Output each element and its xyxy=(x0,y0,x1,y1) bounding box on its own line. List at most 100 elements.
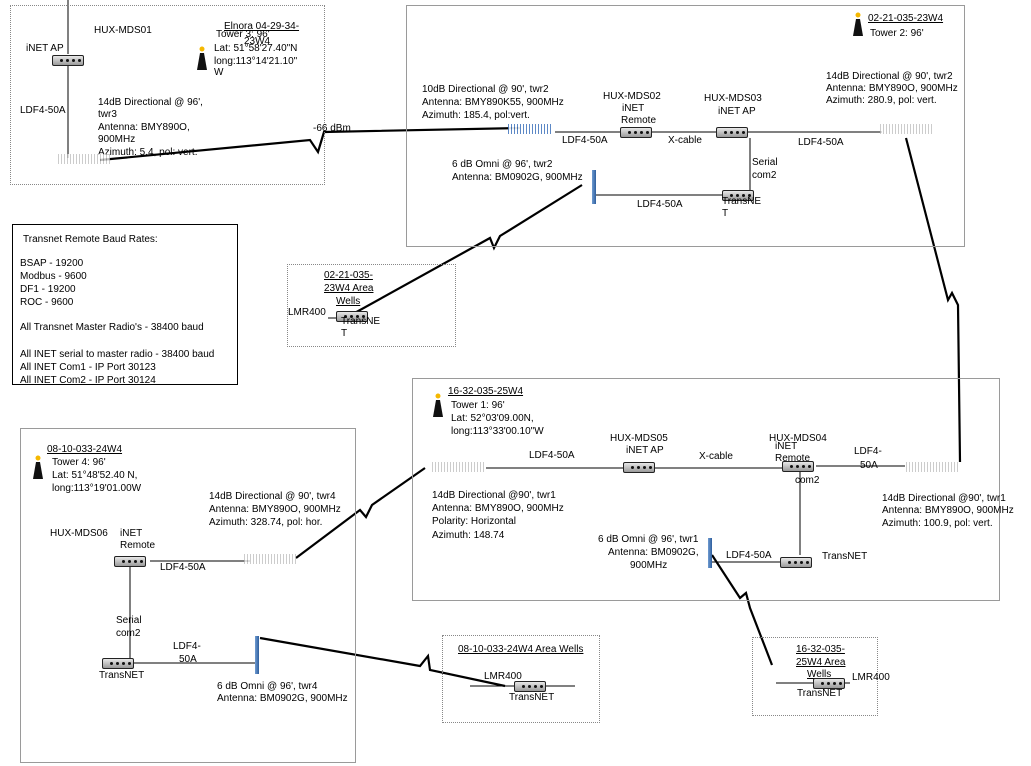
t1-left-yagi-antenna xyxy=(432,462,484,472)
t2-right-ant-2: Antenna: BMY890O, 900MHz xyxy=(826,83,958,94)
area-0810-transnet: TransNET xyxy=(509,692,555,703)
mds04-com2: com2 xyxy=(795,475,820,486)
area-0221-transnet-1: TransNE xyxy=(341,316,381,327)
area-0221-frame xyxy=(287,264,456,347)
mds01-name: HUX-MDS01 xyxy=(94,25,152,36)
area-0810-frame xyxy=(442,635,600,723)
mds06-radio xyxy=(114,556,146,567)
t2-right-yagi-antenna xyxy=(880,124,932,134)
t2-right-ant-3: Azimuth: 280.9, pol: vert. xyxy=(826,95,937,106)
area-0221-title-1: 02-21-035- xyxy=(324,270,373,281)
mds04-role-2: Remote xyxy=(775,453,811,464)
t2-transnet-radio xyxy=(722,190,754,201)
area-1632-transnet-radio xyxy=(813,678,845,689)
notes-rate-bsap: BSAP - 19200 xyxy=(20,258,84,269)
site-tower1-frame xyxy=(412,378,1000,601)
mds06-name: HUX-MDS06 xyxy=(50,528,108,539)
elnora-ant-5: Azimuth: 5.4, pol: vert. xyxy=(98,147,198,158)
t1-right-ant-2: Antenna: BMY890O, 900MHz xyxy=(882,505,1014,516)
tower-1-icon xyxy=(433,393,443,417)
area-0221-transnet-2: T xyxy=(341,328,348,339)
mds04-name: HUX-MDS04 xyxy=(769,433,827,444)
t2-left-ant-2: Antenna: BMY890K55, 900MHz xyxy=(422,97,564,108)
tower1-title: 16-32-035-25W4 xyxy=(448,386,524,397)
notes-inet-com1: All INET Com1 - IP Port 30123 xyxy=(20,362,156,373)
t2-omni-1: 6 dB Omni @ 96', twr2 xyxy=(452,159,553,170)
t1-right-ant-3: Azimuth: 100.9, pol: vert. xyxy=(882,518,993,529)
t2-transnet-1: TransNE xyxy=(722,196,762,207)
site-tower2-frame xyxy=(406,5,965,247)
t1-omni-2: Antenna: BM0902G, xyxy=(608,547,699,558)
t2-com2: com2 xyxy=(752,170,777,181)
t4-yagi-antenna xyxy=(244,554,296,564)
t2-right-ant-1: 14dB Directional @ 90', twr2 xyxy=(826,71,953,82)
mds06-role-1: iNET xyxy=(120,528,143,539)
mds02-role-1: iNET xyxy=(622,103,645,114)
mds05-name: HUX-MDS05 xyxy=(610,433,668,444)
rf-link-t2-area0221 xyxy=(341,184,583,321)
t1-left-ant-2: Antenna: BMY890O, 900MHz xyxy=(432,503,564,514)
area-1632-title-1: 16-32-035- xyxy=(796,644,845,655)
t4-ant-1: 14dB Directional @ 90', twr4 xyxy=(209,491,336,502)
notes-rate-roc: ROC - 9600 xyxy=(20,297,74,308)
mds04-role-1: iNET xyxy=(775,441,798,452)
t1-left-ant-3: Polarity: Horizontal xyxy=(432,516,516,527)
mds03-radio xyxy=(716,127,748,138)
tower2-title: 02-21-035-23W4 xyxy=(868,13,944,24)
area-0810-title: 08-10-033-24W4 Area Wells xyxy=(458,644,584,655)
tower1-height: Tower 1: 96' xyxy=(451,400,505,411)
tower-3-icon xyxy=(197,46,207,70)
elnora-ant-2: twr3 xyxy=(98,109,117,120)
elnora-title-2: 23W4 xyxy=(244,36,271,47)
mds06-role-2: Remote xyxy=(120,540,156,551)
t2-omni-2: Antenna: BM0902G, 900MHz xyxy=(452,172,583,183)
t4-transnet-radio xyxy=(102,658,134,669)
t4-cable: LDF4-50A xyxy=(160,562,206,573)
area-1632-title-3: Wells xyxy=(807,669,832,680)
t2-left-cable: LDF4-50A xyxy=(562,135,608,146)
elnora-ant-4: 900MHz xyxy=(98,134,136,145)
mds02-name: HUX-MDS02 xyxy=(603,91,661,102)
elnora-yagi-antenna xyxy=(58,154,110,164)
mds01-radio xyxy=(52,55,84,66)
t1-omni-cable: LDF4-50A xyxy=(726,550,772,561)
t1-xcable: X-cable xyxy=(699,451,733,462)
t1-transnet-radio xyxy=(780,557,812,568)
notes-inet-com2: All INET Com2 - IP Port 30124 xyxy=(20,375,156,386)
mds04-radio xyxy=(782,461,814,472)
notes-rate-df1: DF1 - 19200 xyxy=(20,284,76,295)
elnora-ant-1: 14dB Directional @ 96', xyxy=(98,97,203,108)
t4-com2: com2 xyxy=(116,628,141,639)
site-tower4-frame xyxy=(20,428,356,763)
t4-omni-1: 6 dB Omni @ 96', twr4 xyxy=(217,681,318,692)
t2-omni-cable: LDF4-50A xyxy=(637,199,683,210)
mds02-role-2: Remote xyxy=(621,115,657,126)
t4-omni-cable-2: 50A xyxy=(179,654,197,665)
t1-left-cable: LDF4-50A xyxy=(529,450,575,461)
rf-link-t1-t4 xyxy=(295,467,426,559)
tower2-height: Tower 2: 96' xyxy=(870,28,924,39)
elnora-title: Elnora 04-29-34- xyxy=(224,21,300,32)
t1-right-yagi-antenna xyxy=(906,462,958,472)
mds05-role: iNET AP xyxy=(626,445,664,456)
t1-omni-3: 900MHz xyxy=(630,560,668,571)
notes-heading: Transnet Remote Baud Rates: xyxy=(23,234,158,245)
mds03-name: HUX-MDS03 xyxy=(704,93,762,104)
tower1-long: long:113°33'00.10"W xyxy=(451,426,544,437)
t2-serial: Serial xyxy=(752,157,778,168)
area-1632-transnet: TransNET xyxy=(797,688,843,699)
t2-xcable: X-cable xyxy=(668,135,702,146)
t1-right-cable-2: 50A xyxy=(860,460,878,471)
t2-left-yagi-antenna xyxy=(508,124,552,134)
mds02-radio xyxy=(620,127,652,138)
elnora-long: long:113°14'21.10" xyxy=(214,56,298,67)
tower4-height: Tower 4: 96' xyxy=(52,457,106,468)
t4-serial: Serial xyxy=(116,615,142,626)
area-0221-cable: LMR400 xyxy=(288,307,326,318)
rf-link-t1-area1632 xyxy=(711,554,774,666)
area-1632-title-2: 25W4 Area xyxy=(796,657,846,668)
rf-link-elnora-t2 xyxy=(99,126,521,162)
area-0221-title-2: 23W4 Area xyxy=(324,283,374,294)
t1-omni-1: 6 dB Omni @ 96', twr1 xyxy=(598,534,699,545)
t1-transnet: TransNET xyxy=(822,551,868,562)
